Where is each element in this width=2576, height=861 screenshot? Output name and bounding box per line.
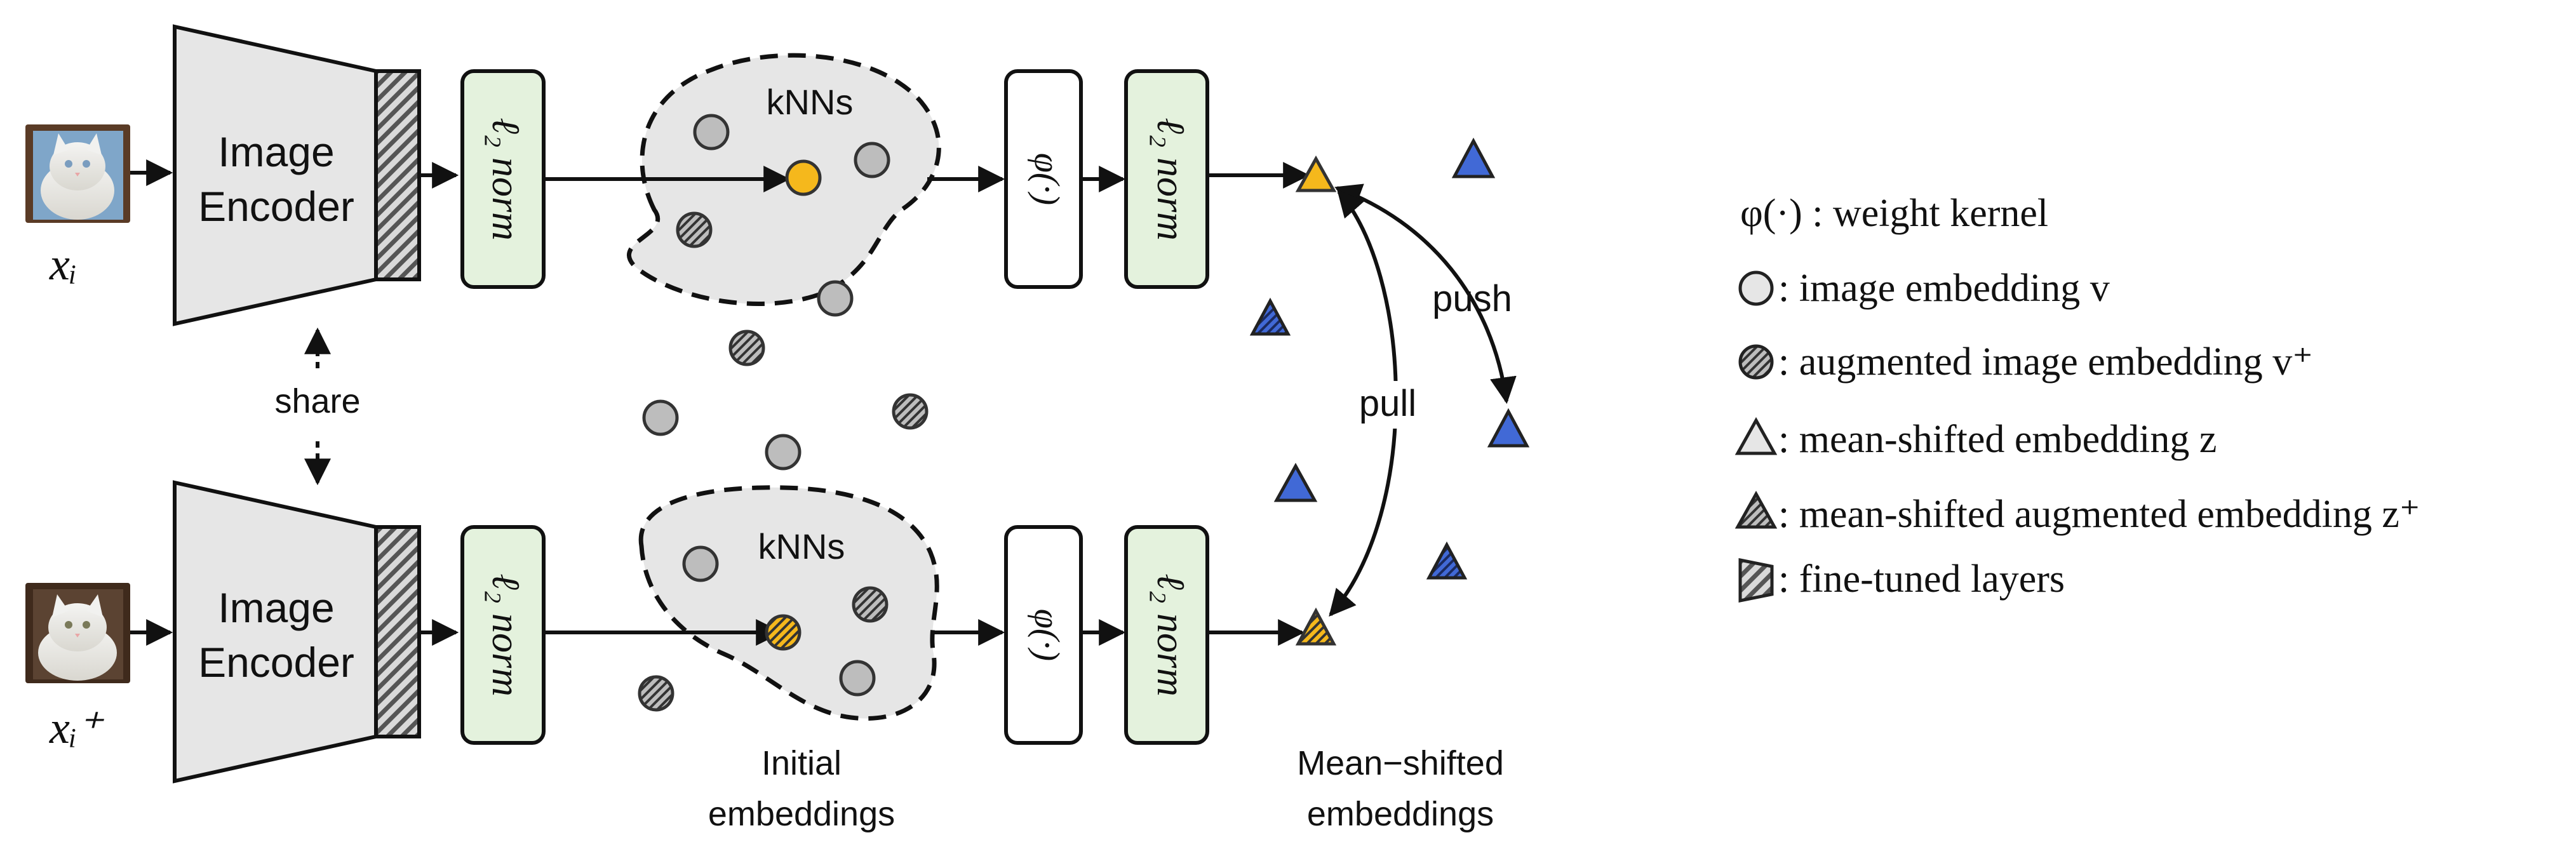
phi-label-top: φ(·) (1027, 153, 1066, 205)
legend: φ(·) : weight kernel : image embedding v… (1734, 192, 2420, 603)
legend-mean-shifted: : mean-shifted embedding z (1778, 418, 2217, 461)
input-label-top: xᵢ (49, 239, 77, 290)
image-encoder-bottom (173, 480, 421, 784)
embedding-point (693, 114, 730, 150)
knn-cloud-bottom (638, 485, 939, 721)
norm-label-bottom-2: ℓ₂ norm (1149, 573, 1192, 697)
embedding-point (642, 399, 679, 436)
norm-label-top-2: ℓ₂ norm (1149, 117, 1192, 241)
encoder-label-bottom-line2: Encoder (198, 639, 354, 686)
legend-hatched-triangle-icon (1734, 490, 1778, 529)
encoder-label-bottom-line1: Image (218, 584, 334, 631)
augmented-embedding-point (676, 211, 713, 248)
pull-label-bg (1350, 381, 1426, 429)
mean-shifted-embedding (1451, 137, 1496, 178)
phi-label-bottom: φ(·) (1027, 609, 1066, 661)
input-label-bottom: xᵢ⁺ (49, 702, 104, 753)
phi-box-top: φ(·) (1004, 69, 1083, 289)
legend-weight-kernel: φ(·) : weight kernel (1740, 192, 2048, 235)
embedding-point (854, 142, 890, 178)
share-label: share (274, 382, 360, 420)
input-image-top (25, 124, 130, 223)
legend-finetuned-icon (1738, 557, 1774, 603)
legend-augmented-embedding: : augmented image embedding v⁺ (1778, 340, 2313, 384)
augmented-embedding-point (728, 330, 765, 366)
augmented-embedding-point (852, 586, 889, 623)
legend-finetuned: : fine-tuned layers (1778, 557, 2065, 601)
push-label: push (1432, 278, 1512, 319)
mean-shifted-augmented-embedding-bottom (1295, 607, 1337, 646)
legend-circle-icon (1738, 270, 1774, 306)
mean-shifted-embedding-top (1295, 155, 1337, 192)
embedding-point (817, 280, 854, 317)
mean-shifted-embedding (1273, 462, 1318, 502)
legend-mean-shifted-augmented: : mean-shifted augmented embedding z⁺ (1778, 493, 2420, 536)
mean-shifted-augmented-embedding (1249, 297, 1291, 336)
augmented-embedding-point (638, 675, 674, 712)
caption-initial-line2: embeddings (708, 795, 895, 833)
embedding-point (682, 545, 719, 582)
legend-hatched-circle-icon (1738, 344, 1774, 380)
push-arrow (1334, 184, 1517, 404)
l2-norm-box-bottom-1: ℓ₂ norm (460, 525, 546, 745)
finetuned-layer-bottom (374, 525, 421, 738)
embedding-point (839, 660, 876, 697)
embedding-point (765, 434, 802, 471)
augmented-embedding-point (892, 393, 929, 430)
caption-shifted-line1: Mean−shifted (1297, 744, 1504, 782)
legend-image-embedding: : image embedding v (1778, 267, 2110, 310)
encoder-label-top-line1: Image (218, 128, 334, 175)
image-encoder-top (173, 24, 421, 326)
knn-label-bottom: kNNs (758, 526, 845, 566)
norm-label-top-1: ℓ₂ norm (484, 117, 527, 241)
encoder-label-top-line2: Encoder (198, 183, 354, 230)
l2-norm-box-top-2: ℓ₂ norm (1124, 69, 1209, 289)
mean-shifted-embedding (1487, 408, 1530, 448)
caption-initial-line1: Initial (761, 744, 842, 782)
caption-shifted-line2: embeddings (1307, 795, 1494, 833)
mean-shifted-augmented-embedding (1426, 541, 1468, 580)
norm-label-bottom-1: ℓ₂ norm (484, 573, 527, 697)
query-embedding-bottom (765, 614, 802, 651)
pull-label: pull (1359, 383, 1416, 424)
l2-norm-box-top-1: ℓ₂ norm (460, 69, 546, 289)
l2-norm-box-bottom-2: ℓ₂ norm (1124, 525, 1209, 745)
legend-triangle-icon (1734, 417, 1778, 455)
finetuned-layer-top (374, 69, 421, 281)
phi-box-bottom: φ(·) (1004, 525, 1083, 745)
query-embedding-top (785, 159, 822, 196)
input-image-bottom (25, 583, 130, 683)
knn-label-top: kNNs (767, 82, 854, 122)
